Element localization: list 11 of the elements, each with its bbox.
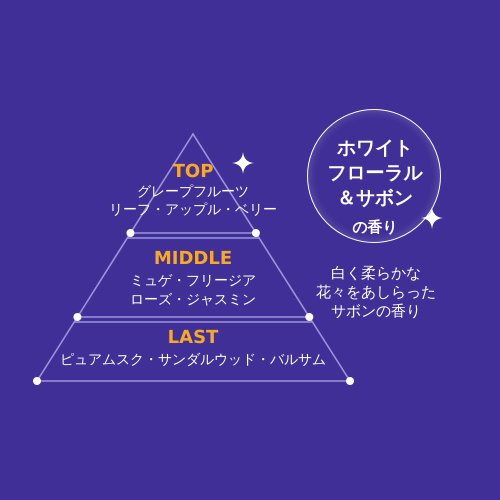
circle-subtitle: の香り xyxy=(352,218,398,236)
ingredient-list: ミュゲ・フリージア xyxy=(130,272,256,290)
circle-title: ホワイトフローラル＆サボン xyxy=(328,136,422,210)
ingredient-list: グレープフルーツ xyxy=(137,184,249,200)
tier-heading: MIDDLE xyxy=(154,249,232,269)
ingredient-list: ローズ・ジャスミン xyxy=(130,292,256,308)
tier-heading: TOP xyxy=(172,162,214,182)
ingredient-list: ピュアムスク・サンダルウッド・バルサム xyxy=(60,352,326,368)
tier-heading: LAST xyxy=(168,328,218,348)
scent-description: 白く柔らかな花々をあしらったサボンの香り xyxy=(316,264,436,320)
ingredient-list: リーフ・アップル・ベリー xyxy=(109,202,277,218)
